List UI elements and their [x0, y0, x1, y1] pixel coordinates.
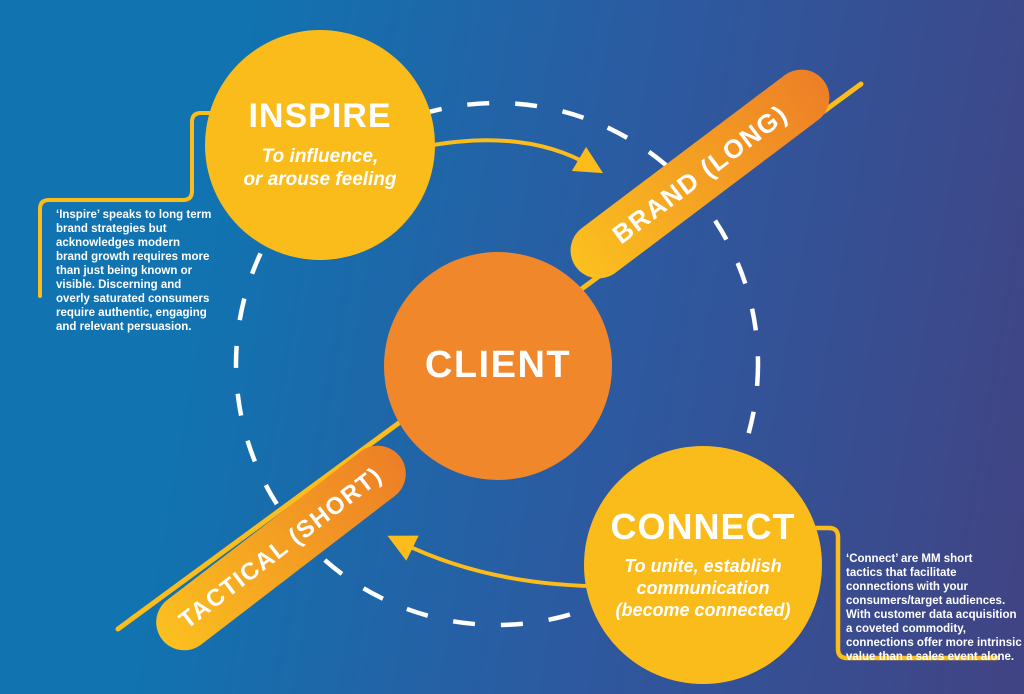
- brand-long-label: BRAND (LONG): [607, 98, 794, 249]
- inspire-note-text: ‘Inspire’ speaks to long term brand stra…: [56, 209, 212, 333]
- connect-note-text: ‘Connect’ are MM short tactics that faci…: [846, 553, 1022, 663]
- inspire-circle: INSPIRE To influence, or arouse feeling: [205, 30, 435, 260]
- connect-circle: CONNECT To unite, establish communicatio…: [584, 446, 822, 684]
- connect-title: CONNECT: [610, 506, 796, 548]
- inspire-subtitle: To influence, or arouse feeling: [243, 145, 397, 190]
- connect-subtitle: To unite, establish communication (becom…: [615, 555, 791, 620]
- inspire-note-connector: [38, 111, 237, 298]
- inspire-title: INSPIRE: [248, 96, 392, 135]
- connect-note-connector: [805, 525, 1000, 661]
- tactical-short-pill: TACTICAL (SHORT): [156, 445, 406, 651]
- client-circle: CLIENT: [384, 252, 612, 480]
- brand-long-pill: BRAND (LONG): [570, 69, 830, 279]
- inspire-to-brand-arrow: [421, 138, 604, 174]
- dashed-cycle-circle: [233, 100, 761, 628]
- client-label: CLIENT: [424, 344, 572, 387]
- tactical-short-label: TACTICAL (SHORT): [174, 462, 388, 635]
